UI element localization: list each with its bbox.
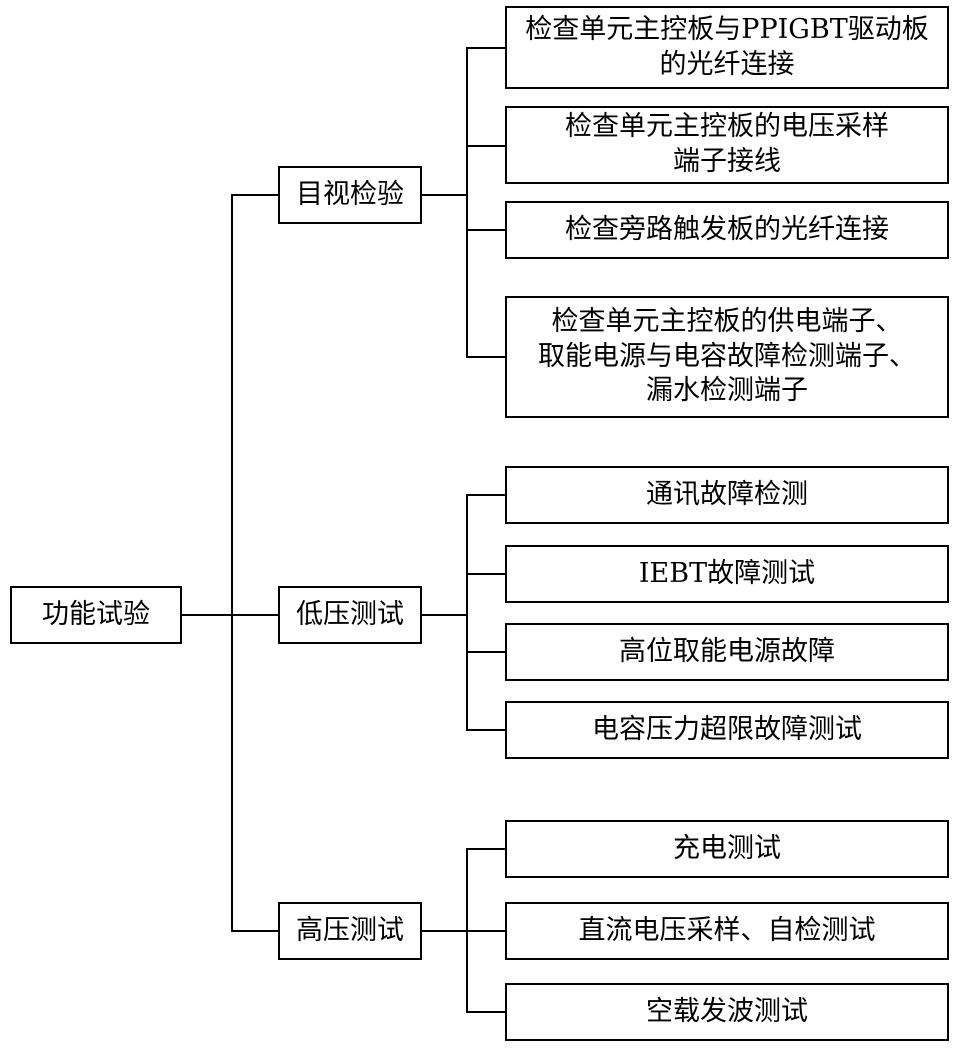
- leaf-node: 检查单元主控板的电压采样 端子接线: [505, 106, 949, 184]
- leaf-node: 空载发波测试: [505, 983, 949, 1041]
- connector-spine-to-branch-2: [231, 930, 279, 932]
- connector-spine: [231, 194, 233, 931]
- connector-branch-0-leaf-1: [466, 145, 507, 147]
- connector-branch-0-out: [420, 194, 467, 196]
- leaf-node: 通讯故障检测: [505, 466, 949, 524]
- connector-branch-1-leaf-3: [466, 729, 507, 731]
- connector-branch-0-leaf-0: [466, 47, 507, 49]
- leaf-node: 检查单元主控板的供电端子、 取能电源与电容故障检测端子、 漏水检测端子: [505, 296, 949, 418]
- leaf-node: 充电测试: [505, 820, 949, 878]
- connector-branch-1-bus: [466, 494, 468, 730]
- leaf-node: 直流电压采样、自检测试: [505, 902, 949, 960]
- leaf-node: 检查单元主控板与PPIGBT驱动板 的光纤连接: [505, 6, 949, 89]
- leaf-node: 检查旁路触发板的光纤连接: [505, 201, 949, 259]
- leaf-node-line: IEBT故障测试: [638, 557, 816, 589]
- leaf-node-line: 通讯故障检测: [646, 478, 808, 510]
- leaf-node: IEBT故障测试: [505, 545, 949, 603]
- branch-node-low-voltage-test: 低压测试: [278, 586, 422, 644]
- root-node-label: 功能试验: [42, 598, 150, 630]
- leaf-node: 高位取能电源故障: [505, 623, 949, 681]
- branch-node-label: 低压测试: [296, 598, 404, 630]
- branch-node-label: 高压测试: [296, 914, 404, 946]
- leaf-node-line: 高位取能电源故障: [619, 635, 835, 667]
- leaf-node-line: 检查单元主控板的电压采样: [565, 111, 889, 143]
- connector-branch-2-leaf-2: [466, 1011, 507, 1013]
- leaf-node-line: 电容压力超限故障测试: [592, 713, 862, 745]
- leaf-node-line: 漏水检测端子: [646, 375, 808, 407]
- connector-branch-1-leaf-1: [466, 573, 507, 575]
- connector-root-to-spine: [180, 614, 232, 616]
- leaf-node-line: 检查单元主控板的供电端子、: [551, 306, 903, 338]
- leaf-node: 电容压力超限故障测试: [505, 701, 949, 759]
- leaf-node-line: 检查旁路触发板的光纤连接: [565, 213, 889, 245]
- leaf-node-line: 充电测试: [673, 832, 781, 864]
- leaf-node-line: 的光纤连接: [659, 48, 795, 80]
- connector-branch-0-leaf-3: [466, 356, 507, 358]
- leaf-node-line: 空载发波测试: [646, 995, 808, 1027]
- connector-branch-2-leaf-1: [466, 930, 507, 932]
- connector-branch-0-leaf-2: [466, 229, 507, 231]
- connector-spine-to-branch-1: [231, 614, 279, 616]
- leaf-node-line: 取能电源与电容故障检测端子、: [538, 340, 916, 372]
- connector-branch-2-out: [420, 930, 467, 932]
- branch-node-visual-inspection: 目视检验: [278, 166, 422, 224]
- root-node: 功能试验: [10, 586, 182, 644]
- branch-node-high-voltage-test: 高压测试: [278, 902, 422, 960]
- leaf-node-line: 直流电压采样、自检测试: [578, 914, 876, 946]
- leaf-node-line: 检查单元主控板与PPIGBT驱动板: [525, 13, 929, 45]
- leaf-node-line: 端子接线: [673, 146, 781, 177]
- branch-node-label: 目视检验: [296, 178, 404, 210]
- connector-branch-1-leaf-2: [466, 651, 507, 653]
- connector-branch-2-leaf-0: [466, 848, 507, 850]
- connector-branch-1-leaf-0: [466, 494, 507, 496]
- connector-branch-1-out: [420, 614, 467, 616]
- connector-spine-to-branch-0: [231, 194, 279, 196]
- connector-branch-0-bus: [466, 47, 468, 357]
